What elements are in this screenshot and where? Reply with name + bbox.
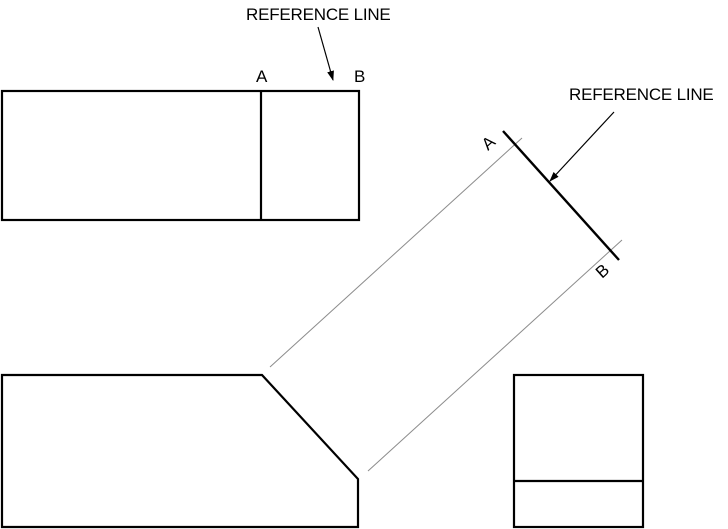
top-view <box>0 89 361 222</box>
aux-point-b-label: B <box>592 260 613 282</box>
top-point-b-label: B <box>354 67 365 86</box>
front-view-outline <box>0 373 360 529</box>
auxiliary-reference-line <box>502 130 620 261</box>
aux-point-a-label: A <box>478 132 500 154</box>
top-reference-line-label: REFERENCE LINE <box>246 5 391 24</box>
top-view-outline <box>0 89 361 222</box>
front-view <box>0 373 360 529</box>
top-reference-leader-arrow <box>317 26 334 81</box>
projection-line-a <box>269 137 523 368</box>
auxiliary-reference: A B REFERENCE LINE <box>478 85 714 282</box>
projection-line-b <box>367 239 623 472</box>
right-reference-leader-arrow <box>549 111 615 182</box>
top-reference-callout: REFERENCE LINE A B <box>246 5 391 86</box>
side-view-outline <box>512 373 645 529</box>
top-point-a-label: A <box>256 67 268 86</box>
right-reference-line-label: REFERENCE LINE <box>569 85 714 104</box>
projection-lines <box>269 137 623 472</box>
side-view <box>512 373 645 529</box>
